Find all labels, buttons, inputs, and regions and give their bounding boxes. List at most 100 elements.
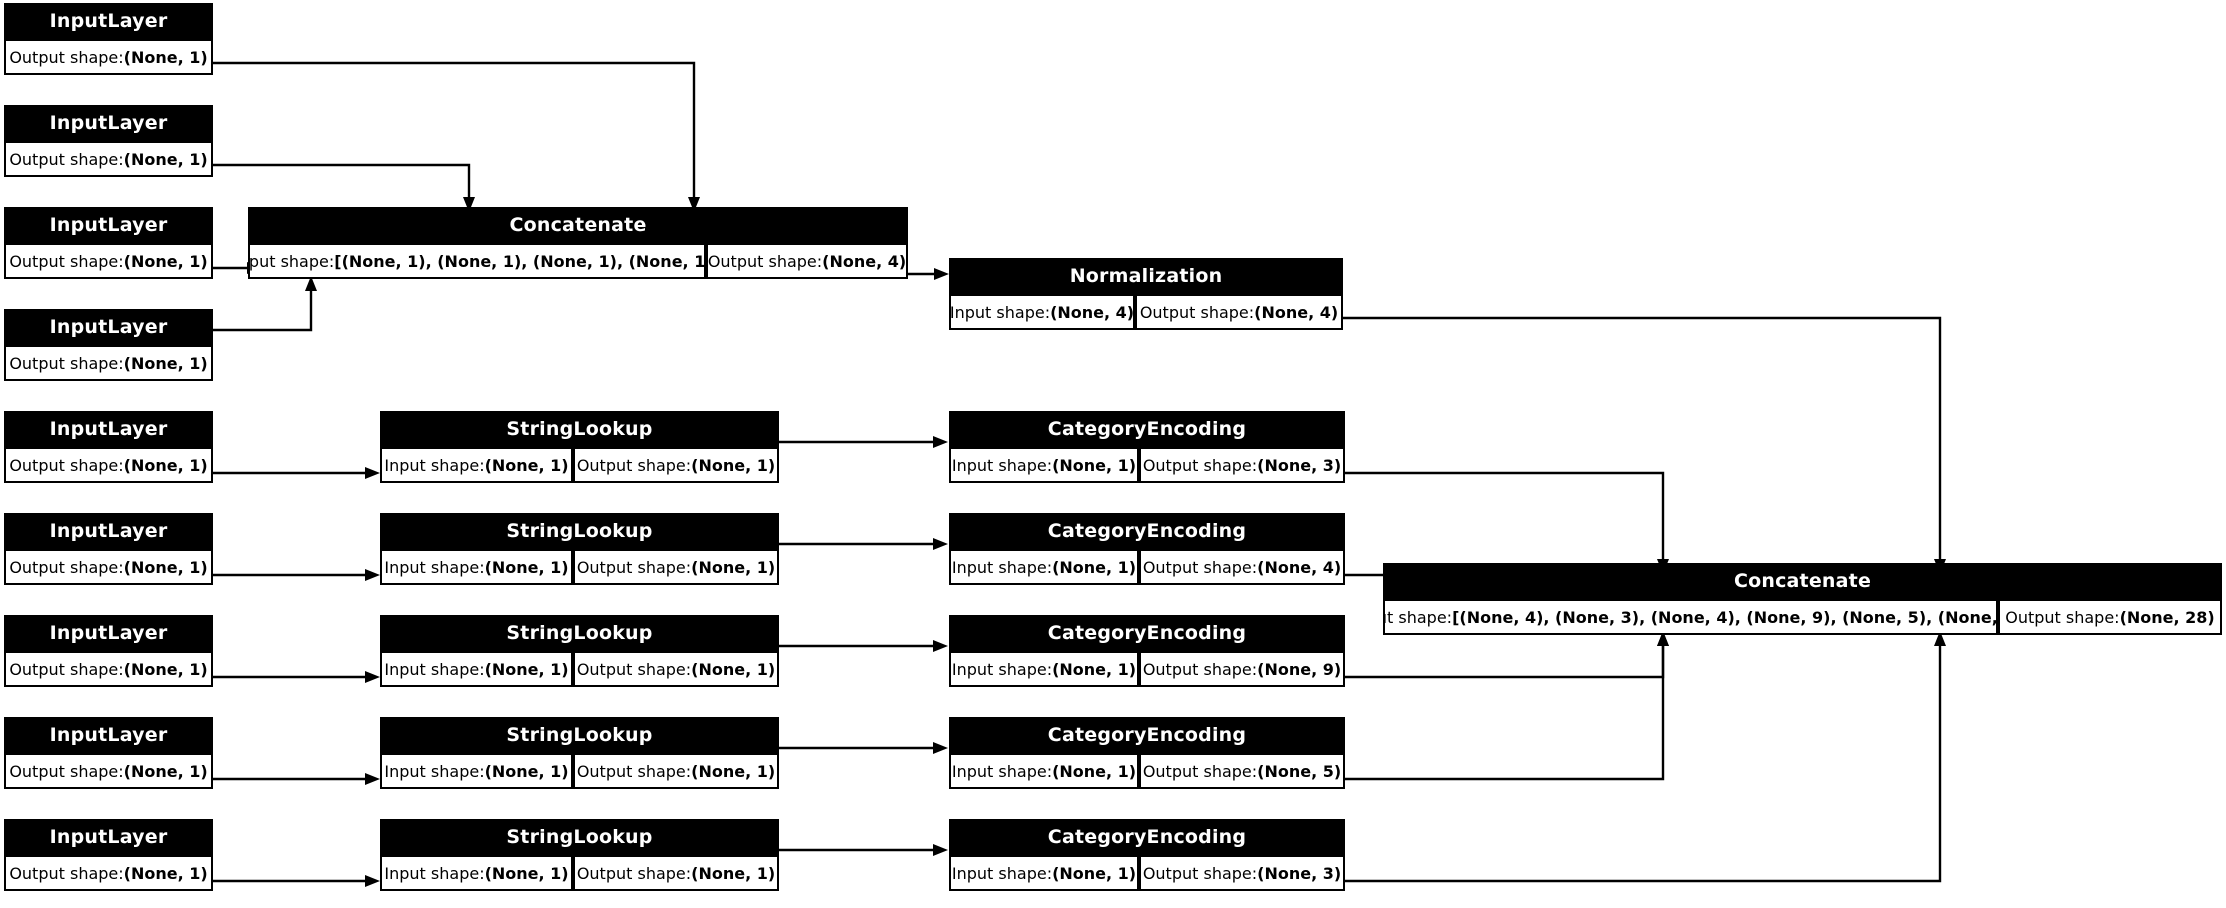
output-shape-value: (None, 1) xyxy=(123,353,208,373)
node-shapes: Output shape:(None, 1) xyxy=(4,141,213,177)
input-shape-value: (None, 1) xyxy=(1052,557,1137,577)
output-shape-label: Output shape: xyxy=(1142,761,1258,781)
node-categoryencoding-1[interactable]: CategoryEncoding Input shape:(None, 1) O… xyxy=(949,411,1345,483)
output-shape-value: (None, 1) xyxy=(691,761,776,781)
node-shapes: Input shape:(None, 1) Output shape:(None… xyxy=(380,651,779,687)
output-shape-label: Output shape: xyxy=(707,251,823,271)
output-shape-cell: Output shape:(None, 1) xyxy=(573,855,779,891)
output-shape-cell: Output shape:(None, 9) xyxy=(1139,651,1345,687)
node-shapes: Output shape:(None, 1) xyxy=(4,855,213,891)
input-shape-label: Input shape: xyxy=(951,761,1053,781)
node-normalization[interactable]: Normalization Input shape:(None, 4) Outp… xyxy=(949,258,1343,330)
output-shape-label: Output shape: xyxy=(576,557,692,577)
node-inputlayer-4[interactable]: InputLayer Output shape:(None, 1) xyxy=(4,309,213,381)
output-shape-cell: Output shape:(None, 1) xyxy=(573,447,779,483)
node-title: StringLookup xyxy=(380,411,779,447)
node-inputlayer-7[interactable]: InputLayer Output shape:(None, 1) xyxy=(4,615,213,687)
node-shapes: Input shape:(None, 1) Output shape:(None… xyxy=(949,651,1345,687)
input-shape-label: Input shape: xyxy=(951,455,1053,475)
node-title: InputLayer xyxy=(4,819,213,855)
node-inputlayer-5[interactable]: InputLayer Output shape:(None, 1) xyxy=(4,411,213,483)
output-shape-label: Output shape: xyxy=(9,761,124,781)
output-shape-value: (None, 4) xyxy=(1257,557,1342,577)
output-shape-label: Output shape: xyxy=(576,455,692,475)
output-shape-label: Output shape: xyxy=(9,47,124,67)
node-title: Normalization xyxy=(949,258,1343,294)
node-stringlookup-5[interactable]: StringLookup Input shape:(None, 1) Outpu… xyxy=(380,819,779,891)
node-stringlookup-1[interactable]: StringLookup Input shape:(None, 1) Outpu… xyxy=(380,411,779,483)
output-shape-cell: Output shape:(None, 3) xyxy=(1139,447,1345,483)
output-shape-label: Output shape: xyxy=(9,251,124,271)
node-title: Concatenate xyxy=(1383,563,2222,599)
node-categoryencoding-5[interactable]: CategoryEncoding Input shape:(None, 1) O… xyxy=(949,819,1345,891)
node-inputlayer-9[interactable]: InputLayer Output shape:(None, 1) xyxy=(4,819,213,891)
node-shapes: Input shape:(None, 1) Output shape:(None… xyxy=(949,549,1345,585)
node-title: InputLayer xyxy=(4,105,213,141)
output-shape-label: Output shape: xyxy=(576,863,692,883)
node-inputlayer-8[interactable]: InputLayer Output shape:(None, 1) xyxy=(4,717,213,789)
node-concatenate-2[interactable]: Concatenate Input shape:[(None, 4), (Non… xyxy=(1383,563,2222,635)
input-shape-label: Input shape: xyxy=(951,659,1053,679)
node-stringlookup-4[interactable]: StringLookup Input shape:(None, 1) Outpu… xyxy=(380,717,779,789)
input-shape-cell: Input shape:(None, 1) xyxy=(949,447,1139,483)
input-shape-label: Input shape: xyxy=(951,863,1053,883)
output-shape-value: (None, 9) xyxy=(1257,659,1342,679)
output-shape-cell: Output shape:(None, 1) xyxy=(4,243,213,279)
input-shape-label: Input shape: xyxy=(384,455,485,475)
node-title: InputLayer xyxy=(4,411,213,447)
output-shape-label: Output shape: xyxy=(576,761,692,781)
input-shape-value: (None, 1) xyxy=(484,557,569,577)
output-shape-value: (None, 1) xyxy=(123,659,208,679)
node-shapes: Output shape:(None, 1) xyxy=(4,651,213,687)
input-shape-value: [(None, 1), (None, 1), (None, 1), (None,… xyxy=(334,251,706,271)
output-shape-cell: Output shape:(None, 4) xyxy=(706,243,908,279)
output-shape-value: (None, 5) xyxy=(1257,761,1342,781)
input-shape-value: (None, 1) xyxy=(484,761,569,781)
input-shape-value: (None, 1) xyxy=(1052,761,1137,781)
input-shape-cell: Input shape:[(None, 1), (None, 1), (None… xyxy=(248,243,706,279)
node-shapes: Input shape:(None, 1) Output shape:(None… xyxy=(380,855,779,891)
node-shapes: Input shape:(None, 1) Output shape:(None… xyxy=(949,447,1345,483)
output-shape-value: (None, 1) xyxy=(691,659,776,679)
input-shape-label: Input shape: xyxy=(1385,607,1453,627)
input-shape-value: (None, 1) xyxy=(484,455,569,475)
output-shape-cell: Output shape:(None, 5) xyxy=(1139,753,1345,789)
node-title: StringLookup xyxy=(380,513,779,549)
input-shape-label: Input shape: xyxy=(384,659,485,679)
output-shape-value: (None, 1) xyxy=(123,455,208,475)
node-concatenate-1[interactable]: Concatenate Input shape:[(None, 1), (Non… xyxy=(248,207,908,279)
input-shape-cell: Input shape:(None, 1) xyxy=(949,855,1139,891)
node-stringlookup-2[interactable]: StringLookup Input shape:(None, 1) Outpu… xyxy=(380,513,779,585)
input-shape-cell: Input shape:(None, 1) xyxy=(380,651,573,687)
node-inputlayer-2[interactable]: InputLayer Output shape:(None, 1) xyxy=(4,105,213,177)
node-stringlookup-3[interactable]: StringLookup Input shape:(None, 1) Outpu… xyxy=(380,615,779,687)
node-title: CategoryEncoding xyxy=(949,513,1345,549)
node-categoryencoding-3[interactable]: CategoryEncoding Input shape:(None, 1) O… xyxy=(949,615,1345,687)
node-title: InputLayer xyxy=(4,615,213,651)
output-shape-cell: Output shape:(None, 1) xyxy=(4,855,213,891)
node-title: InputLayer xyxy=(4,513,213,549)
output-shape-value: (None, 1) xyxy=(123,557,208,577)
node-title: Concatenate xyxy=(248,207,908,243)
node-categoryencoding-4[interactable]: CategoryEncoding Input shape:(None, 1) O… xyxy=(949,717,1345,789)
node-shapes: Output shape:(None, 1) xyxy=(4,39,213,75)
output-shape-value: (None, 3) xyxy=(1257,863,1342,883)
input-shape-label: Input shape: xyxy=(384,761,485,781)
input-shape-cell: Input shape:(None, 1) xyxy=(949,549,1139,585)
input-shape-cell: Input shape:(None, 1) xyxy=(380,855,573,891)
node-inputlayer-1[interactable]: InputLayer Output shape:(None, 1) xyxy=(4,3,213,75)
output-shape-value: (None, 1) xyxy=(691,863,776,883)
input-shape-cell: Input shape:(None, 1) xyxy=(949,651,1139,687)
output-shape-cell: Output shape:(None, 3) xyxy=(1139,855,1345,891)
output-shape-label: Output shape: xyxy=(1139,302,1255,322)
input-shape-value: (None, 4) xyxy=(1050,302,1135,322)
node-inputlayer-3[interactable]: InputLayer Output shape:(None, 1) xyxy=(4,207,213,279)
node-inputlayer-6[interactable]: InputLayer Output shape:(None, 1) xyxy=(4,513,213,585)
node-categoryencoding-2[interactable]: CategoryEncoding Input shape:(None, 1) O… xyxy=(949,513,1345,585)
node-shapes: Output shape:(None, 1) xyxy=(4,447,213,483)
output-shape-value: (None, 3) xyxy=(1257,455,1342,475)
node-title: InputLayer xyxy=(4,207,213,243)
output-shape-value: (None, 1) xyxy=(123,863,208,883)
output-shape-value: (None, 1) xyxy=(691,455,776,475)
